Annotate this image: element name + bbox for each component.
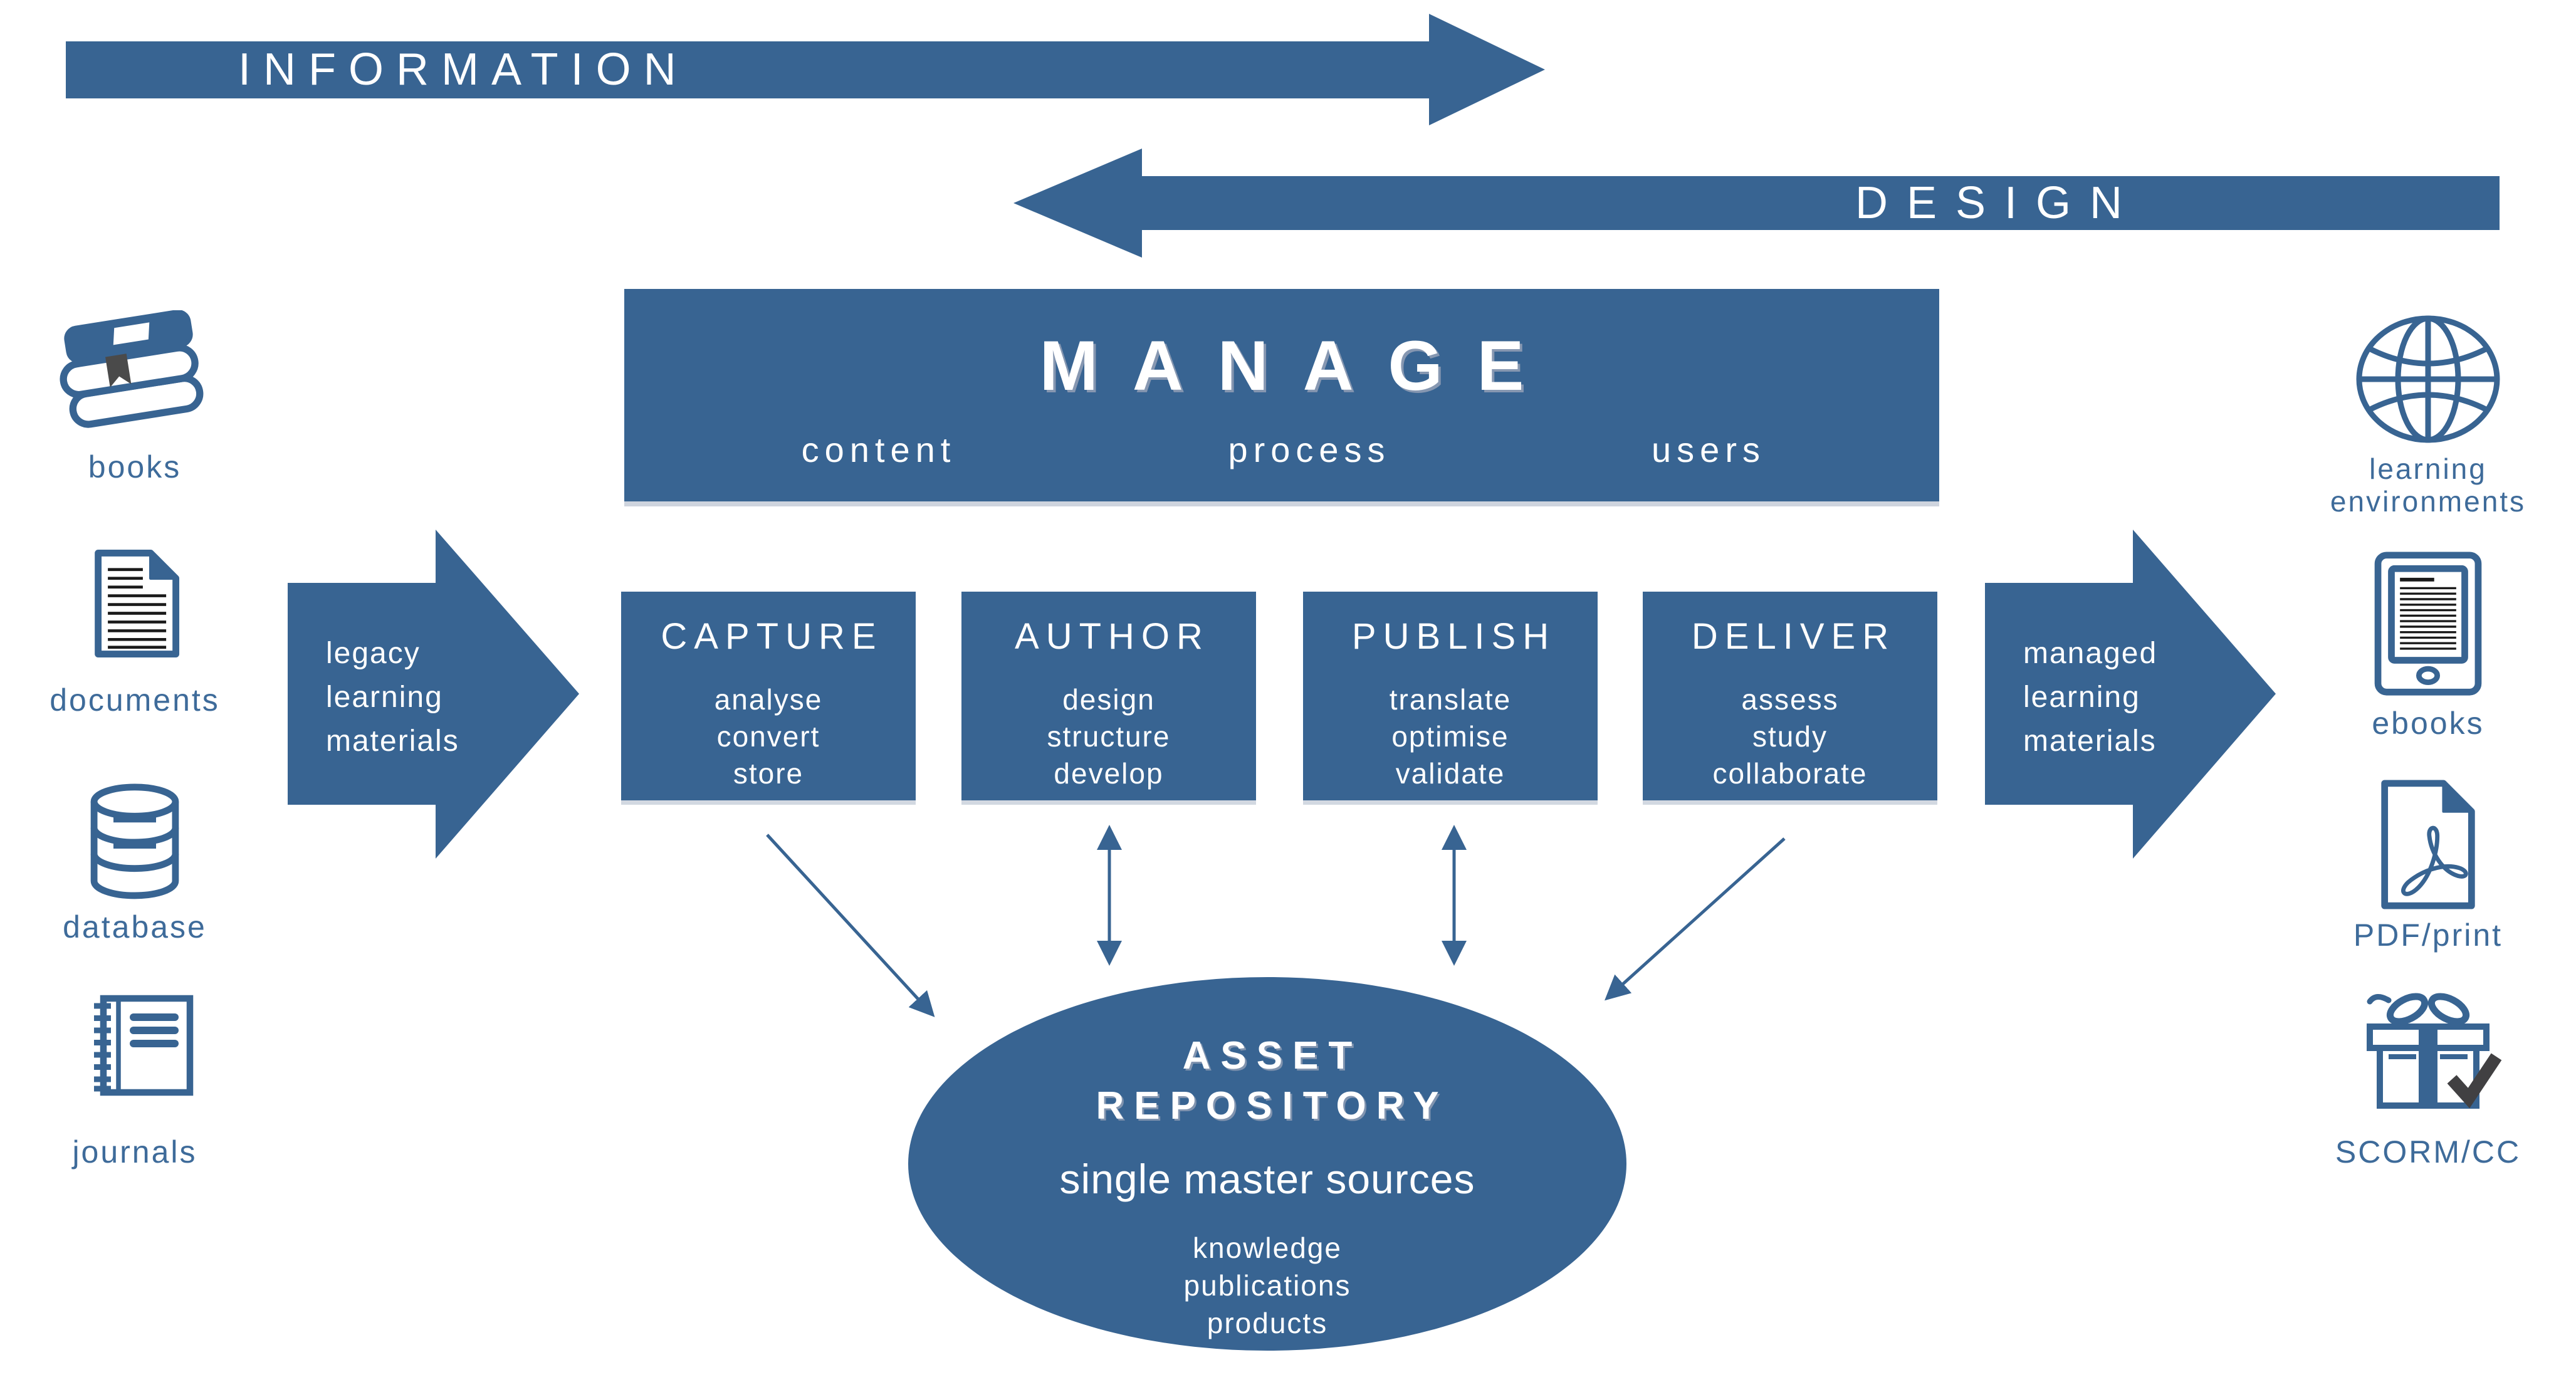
manage-box: MANAGE content process users <box>624 289 1939 501</box>
books-label: books <box>88 449 182 484</box>
deliver-item: collaborate <box>1712 757 1868 790</box>
scorm-cc-label: SCORM/CC <box>2335 1134 2521 1170</box>
legacy-line: learning <box>326 681 443 714</box>
manage-item-content: content <box>801 430 956 469</box>
manage-item-users: users <box>1652 430 1766 469</box>
deliver-title: DELIVER <box>1691 616 1896 657</box>
books-icon <box>60 310 204 428</box>
publish-box: PUBLISH translate optimise validate <box>1303 592 1598 800</box>
repository-title: ASSET REPOSITORY <box>908 1031 1626 1131</box>
publish-item: optimise <box>1391 720 1509 753</box>
pdf-print-label: PDF/print <box>2353 918 2503 953</box>
managed-line: learning <box>2023 681 2140 714</box>
publish-item: validate <box>1395 757 1505 790</box>
documents-icon <box>95 549 180 658</box>
globe-icon <box>2356 315 2500 443</box>
capture-box: CAPTURE analyse convert store <box>621 592 916 800</box>
repository-title-line: ASSET <box>1182 1034 1363 1077</box>
author-title: AUTHOR <box>1015 616 1210 657</box>
managed-materials-label: managed learning materials <box>2023 632 2157 763</box>
author-box: AUTHOR design structure develop <box>961 592 1256 800</box>
repository-item: products <box>1207 1307 1328 1339</box>
publish-title: PUBLISH <box>1351 616 1556 657</box>
pdf-icon <box>2381 780 2475 909</box>
repository-item: knowledge <box>1193 1232 1342 1264</box>
legacy-line: materials <box>326 725 459 758</box>
journals-label: journals <box>72 1134 197 1170</box>
information-flow-label: INFORMATION <box>238 44 689 95</box>
legacy-materials-label: legacy learning materials <box>326 632 459 763</box>
database-icon <box>90 783 179 899</box>
manage-title: MANAGE <box>1039 327 1559 405</box>
legacy-line: legacy <box>326 637 421 670</box>
asset-repository-ellipse: ASSET REPOSITORY single master sources k… <box>908 977 1626 1351</box>
documents-label: documents <box>50 683 220 718</box>
publish-item: translate <box>1389 683 1512 716</box>
capture-item: convert <box>716 720 820 753</box>
managed-line: materials <box>2023 725 2157 758</box>
author-item: structure <box>1047 720 1171 753</box>
learning-environments-label: learning environments <box>2303 453 2553 518</box>
managed-output-arrow <box>1985 530 2276 859</box>
design-flow-label: DESIGN <box>1855 178 2142 228</box>
manage-item-process: process <box>1228 430 1391 469</box>
label-line: environments <box>2330 485 2526 518</box>
managed-line: managed <box>2023 637 2158 670</box>
deliver-item: assess <box>1741 683 1839 716</box>
repository-item: publications <box>1183 1269 1351 1302</box>
gift-icon <box>2367 993 2502 1109</box>
legacy-input-arrow <box>288 530 579 859</box>
design-arrow <box>1013 149 2500 258</box>
database-label: database <box>63 909 207 945</box>
repository-title-line: REPOSITORY <box>1096 1084 1449 1128</box>
author-item: develop <box>1054 757 1164 790</box>
ebook-icon <box>2374 552 2482 696</box>
capture-item: analyse <box>714 683 823 716</box>
capture-title: CAPTURE <box>661 616 883 657</box>
deliver-box: DELIVER assess study collaborate <box>1643 592 1937 800</box>
repository-items: knowledge publications products <box>908 1229 1626 1342</box>
ebooks-label: ebooks <box>2372 706 2484 741</box>
connector-deliver-repository <box>1605 837 1786 1001</box>
capture-item: store <box>733 757 804 790</box>
label-line: learning <box>2369 453 2487 485</box>
information-arrow <box>66 14 1545 125</box>
deliver-item: study <box>1752 720 1828 753</box>
repository-subtitle: single master sources <box>1059 1156 1475 1202</box>
author-item: design <box>1062 683 1155 716</box>
journals-icon <box>94 995 194 1096</box>
connector-capture-repository <box>766 834 935 1017</box>
